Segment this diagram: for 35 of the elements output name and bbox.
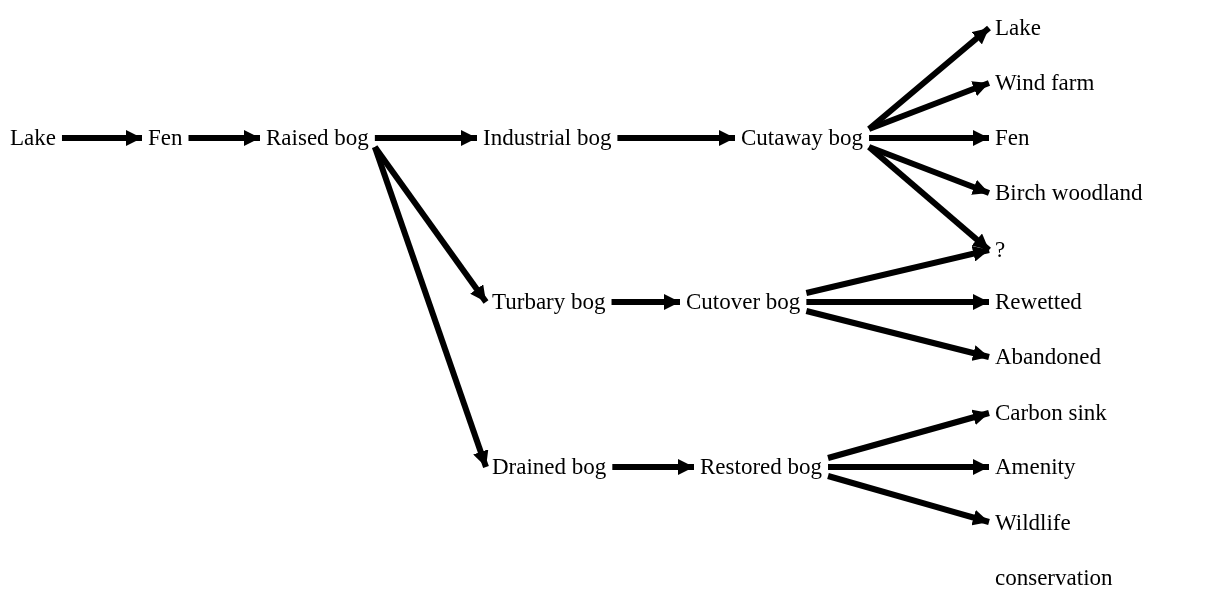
arrow xyxy=(805,245,990,296)
arrow xyxy=(827,409,990,461)
node-label: Abandoned xyxy=(995,343,1102,371)
node-label: Industrial bog xyxy=(483,124,612,152)
arrow xyxy=(612,459,694,475)
arrow xyxy=(374,130,477,146)
node-label: Carbon sink xyxy=(995,399,1107,427)
node-label: Lake xyxy=(10,124,56,152)
arrow xyxy=(61,130,142,146)
node-label: ? xyxy=(995,236,1006,264)
arrow xyxy=(617,130,735,146)
arrow xyxy=(806,294,989,310)
arrow xyxy=(827,473,990,526)
arrow xyxy=(867,144,991,196)
arrow xyxy=(869,130,989,146)
node-label: Fen xyxy=(995,124,1030,152)
node-label: Raised bog xyxy=(266,124,369,152)
node-label: Lake xyxy=(995,14,1041,42)
node-label: Restored bog xyxy=(700,453,822,481)
arrow xyxy=(828,459,989,475)
arrow xyxy=(188,130,260,146)
node-label: Wind farm xyxy=(995,69,1095,97)
node-label: Cutaway bog xyxy=(741,124,863,152)
node-label: Fen xyxy=(148,124,183,152)
node-label: Drained bog xyxy=(492,453,607,481)
node-label: Amenity xyxy=(995,453,1076,481)
node-label: Wildlife conservation xyxy=(995,495,1145,592)
node-label: Rewetted xyxy=(995,288,1082,316)
node-label: Cutover bog xyxy=(686,288,801,316)
arrow xyxy=(805,308,990,361)
arrow xyxy=(867,80,991,132)
arrow xyxy=(372,146,489,468)
node-label: Birch woodland xyxy=(995,179,1143,207)
arrow xyxy=(611,294,680,310)
node-label: Turbary bog xyxy=(492,288,606,316)
